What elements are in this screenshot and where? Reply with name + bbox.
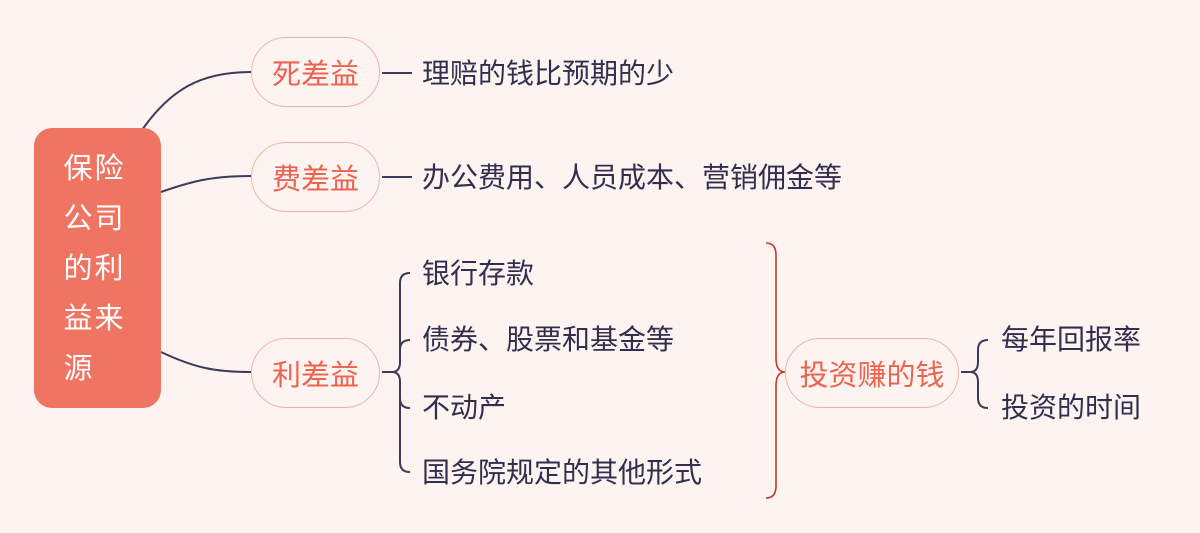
- item-other-forms: 国务院规定的其他形式: [422, 456, 703, 489]
- item-real-estate: 不动产: [422, 391, 507, 424]
- edge-root-sichayi: [141, 71, 252, 131]
- brace-red: [765, 242, 786, 499]
- sub-investment-time: 投资的时间: [1001, 391, 1142, 424]
- bracket-touzi: [961, 339, 989, 409]
- detail-feichayi: 办公费用、人员成本、营销佣金等: [422, 161, 843, 194]
- bracket-lichayi: [382, 272, 411, 473]
- branch-feichayi: 费差益: [251, 142, 380, 212]
- node-touzi: 投资赚的钱: [785, 338, 959, 408]
- detail-sichayi: 理赔的钱比预期的少: [422, 57, 675, 90]
- sub-annual-return: 每年回报率: [1001, 323, 1142, 356]
- root-node: 保险公司的利益来源: [34, 128, 161, 408]
- branch-lichayi: 利差益: [251, 338, 380, 408]
- branch-sichayi: 死差益: [251, 37, 380, 107]
- edge-root-feichayi: [160, 175, 252, 193]
- root-label: 保险公司的利益来源: [63, 151, 126, 385]
- item-bonds-stocks: 债券、股票和基金等: [422, 323, 675, 356]
- item-bank-deposit: 银行存款: [422, 257, 535, 290]
- edge-root-lichayi: [160, 351, 252, 373]
